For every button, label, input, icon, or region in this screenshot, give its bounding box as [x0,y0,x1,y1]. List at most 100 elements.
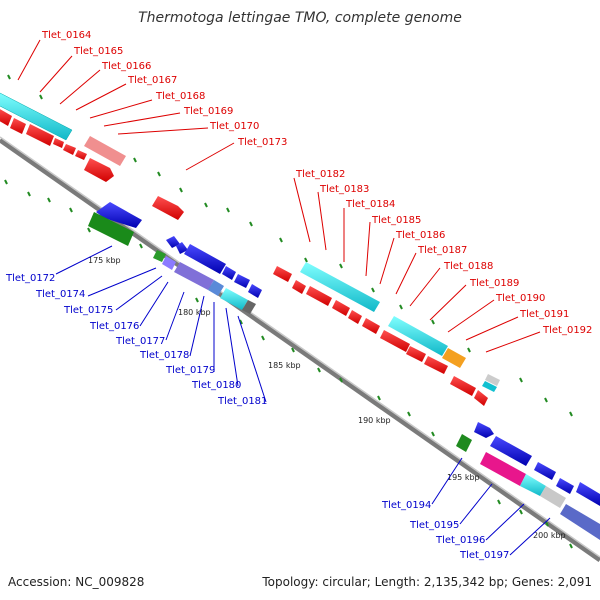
gene-feature[interactable] [10,118,26,134]
gene-label[interactable]: Tlet_0189 [469,278,519,289]
gene-label[interactable]: Tlet_0164 [41,30,91,41]
gene-feature[interactable] [474,422,494,438]
accession-text: Accession: NC_009828 [8,575,144,589]
gene-label[interactable]: Tlet_0169 [183,106,233,117]
gene-feature[interactable] [456,434,472,452]
gene-feature[interactable] [388,316,448,356]
gene-feature[interactable] [184,244,226,274]
gene-label[interactable]: Tlet_0168 [155,91,205,102]
gene-feature[interactable] [26,124,54,146]
gene-feature[interactable] [362,318,380,334]
gene-feature[interactable] [153,250,166,262]
gene-feature[interactable] [88,212,134,246]
gene-feature[interactable] [534,462,556,480]
gene-feature[interactable] [450,376,476,396]
map-title: Thermotoga lettingae TMO, complete genom… [138,10,462,26]
tick-label: 175 kbp [88,256,121,265]
topology-text: Topology: circular; Length: 2,135,342 bp… [261,575,592,589]
gene-label[interactable]: Tlet_0191 [519,309,569,320]
gene-label[interactable]: Tlet_0176 [89,321,139,332]
gene-feature[interactable] [273,266,292,282]
gene-feature[interactable] [234,274,250,288]
gene-label[interactable]: Tlet_0178 [139,350,189,361]
gene-feature[interactable] [292,280,306,294]
gene-feature[interactable] [0,108,12,126]
gene-feature[interactable] [174,262,214,290]
gene-feature[interactable] [300,262,380,312]
gene-feature[interactable] [490,436,532,466]
tick-label: 185 kbp [268,361,301,370]
gene-feature[interactable] [556,478,574,494]
gene-label[interactable]: Tlet_0184 [345,199,395,210]
reverse-strand-features [88,202,600,540]
gene-feature[interactable] [348,310,362,324]
gene-feature[interactable] [162,256,176,270]
forward-strand-features [0,92,500,406]
gene-feature[interactable] [220,288,248,310]
gene-label[interactable]: Tlet_0179 [165,365,215,376]
gene-label[interactable]: Tlet_0181 [217,396,267,407]
gene-feature[interactable] [560,504,600,540]
gene-label[interactable]: Tlet_0167 [127,75,177,86]
reverse-leader-lines [55,245,551,556]
tick-label: 190 kbp [358,416,391,425]
gene-label[interactable]: Tlet_0165 [73,46,123,57]
gene-feature[interactable] [480,452,526,486]
gene-label[interactable]: Tlet_0187 [417,245,467,256]
gene-label[interactable]: Tlet_0177 [115,336,165,347]
gene-feature[interactable] [576,482,600,506]
gene-label[interactable]: Tlet_0170 [209,121,259,132]
gene-label[interactable]: Tlet_0183 [319,184,369,195]
gene-feature[interactable] [53,138,64,148]
gene-label[interactable]: Tlet_0186 [395,230,445,241]
gene-label[interactable]: Tlet_0175 [63,305,113,316]
gene-label[interactable]: Tlet_0188 [443,261,493,272]
tick-label: 180 kbp [178,308,211,317]
gene-feature[interactable] [84,136,126,166]
gene-feature[interactable] [540,486,566,508]
tick-label: 195 kbp [447,473,480,482]
gene-label[interactable]: Tlet_0195 [409,520,459,531]
gene-feature[interactable] [84,158,114,182]
gene-feature[interactable] [332,300,350,316]
scale-ticks [4,74,573,549]
gene-label[interactable]: Tlet_0182 [295,169,345,180]
gene-label[interactable]: Tlet_0196 [435,535,485,546]
gene-label[interactable]: Tlet_0190 [495,293,545,304]
gene-label[interactable]: Tlet_0174 [35,289,85,300]
gene-feature[interactable] [442,348,466,368]
gene-feature[interactable] [242,300,256,314]
gene-label[interactable]: Tlet_0166 [101,61,151,72]
gene-label[interactable]: Tlet_0173 [237,137,287,148]
gene-feature[interactable] [248,284,262,298]
gene-label[interactable]: Tlet_0194 [381,500,431,511]
gene-feature[interactable] [485,374,500,386]
gene-feature[interactable] [406,346,426,362]
gene-label[interactable]: Tlet_0197 [459,550,509,561]
gene-feature[interactable] [176,242,188,254]
gene-feature[interactable] [96,202,142,228]
reverse-gene-labels: Tlet_0172 Tlet_0174 Tlet_0175 Tlet_0176 … [5,273,509,561]
gene-feature[interactable] [152,196,184,220]
gene-feature[interactable] [63,144,76,155]
gene-feature[interactable] [474,390,488,406]
tick-label: 200 kbp [533,531,566,540]
gene-feature[interactable] [166,236,180,248]
gene-feature[interactable] [75,150,87,160]
gene-feature[interactable] [306,286,332,306]
gene-feature[interactable] [424,356,448,374]
tick-labels: 175 kbp 180 kbp 185 kbp 190 kbp 195 kbp … [88,256,566,540]
gene-label[interactable]: Tlet_0192 [542,325,592,336]
forward-gene-labels: Tlet_0164 Tlet_0165 Tlet_0166 Tlet_0167 … [41,30,592,336]
gene-feature[interactable] [520,474,546,496]
gene-label[interactable]: Tlet_0180 [191,380,241,391]
gene-label[interactable]: Tlet_0172 [5,273,55,284]
gene-feature[interactable] [208,280,224,296]
gene-feature[interactable] [222,266,236,280]
forward-leader-lines [17,39,541,353]
gene-label[interactable]: Tlet_0185 [371,215,421,226]
gene-feature[interactable] [482,381,497,392]
gene-feature[interactable] [380,330,410,352]
gene-feature[interactable] [0,92,73,141]
